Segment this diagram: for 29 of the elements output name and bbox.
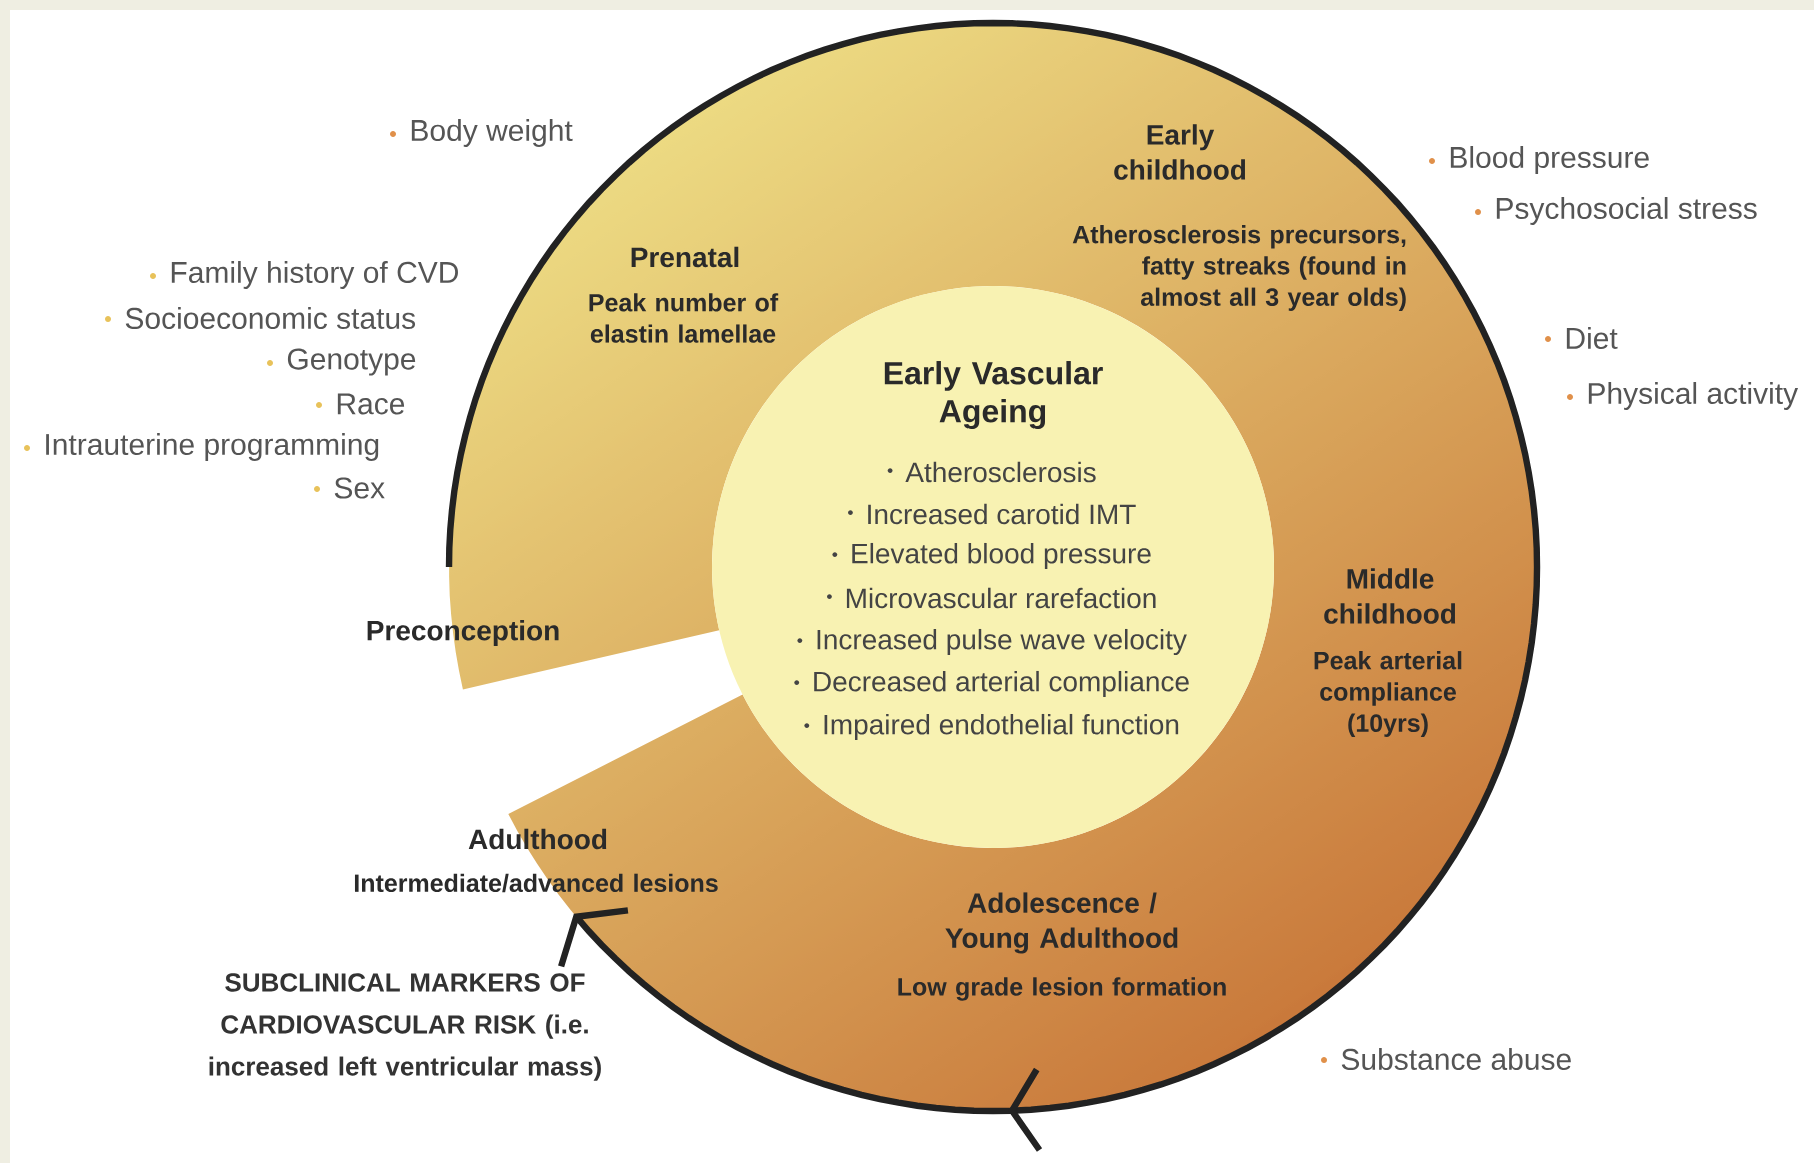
stage-description: Atherosclerosis precursors, fatty streaks (found in almost all 3 year olds) [1072,225,1406,311]
bullet-item: Atherosclerosis [887,461,1096,483]
risk-factor: Family history of CVD [150,261,458,289]
risk-factor: Blood pressure [1429,146,1649,174]
stage-heading: Prenatal [631,246,739,268]
risk-factor: Psychosocial stress [1475,197,1757,225]
stage-heading: Middle childhood [1324,568,1456,624]
risk-factor: Race [316,393,405,415]
circle-title: Early Vascular Ageing [884,361,1103,429]
bullet-item: Microvascular rarefaction [827,587,1156,609]
stage-description: Low grade lesion formation [898,977,1226,1001]
risk-factor: Body weight [390,119,573,147]
risk-factor: Sex [314,477,385,499]
bullet-item: Elevated blood pressure [832,542,1151,570]
stage-heading: Early childhood [1114,124,1246,180]
risk-factor: Genotype [267,348,416,376]
bullet-item: Impaired endothelial function [804,713,1179,741]
bullet-item: Increased carotid IMT [848,503,1136,525]
risk-factor: Substance abuse [1321,1048,1571,1070]
stage-description: Peak number of elastin lamellae [589,293,779,343]
risk-factor: Diet [1545,327,1618,349]
risk-factor: Physical activity [1567,382,1799,410]
bullet-item: Increased pulse wave velocity [797,628,1187,656]
risk-factor: Socioeconomic status [105,307,416,329]
note-text: SUBCLINICAL MARKERS OF CARDIOVASCULAR RISK (i.e. increased left ventricular mass) [209,973,601,1081]
stage-heading: Adolescence / Young Adulthood [945,892,1178,954]
risk-factor: Intrauterine programming [24,433,379,461]
stage-description: Peak arterial compliance (10yrs) [1314,651,1462,737]
bullet-item: Decreased arterial compliance [794,670,1189,698]
